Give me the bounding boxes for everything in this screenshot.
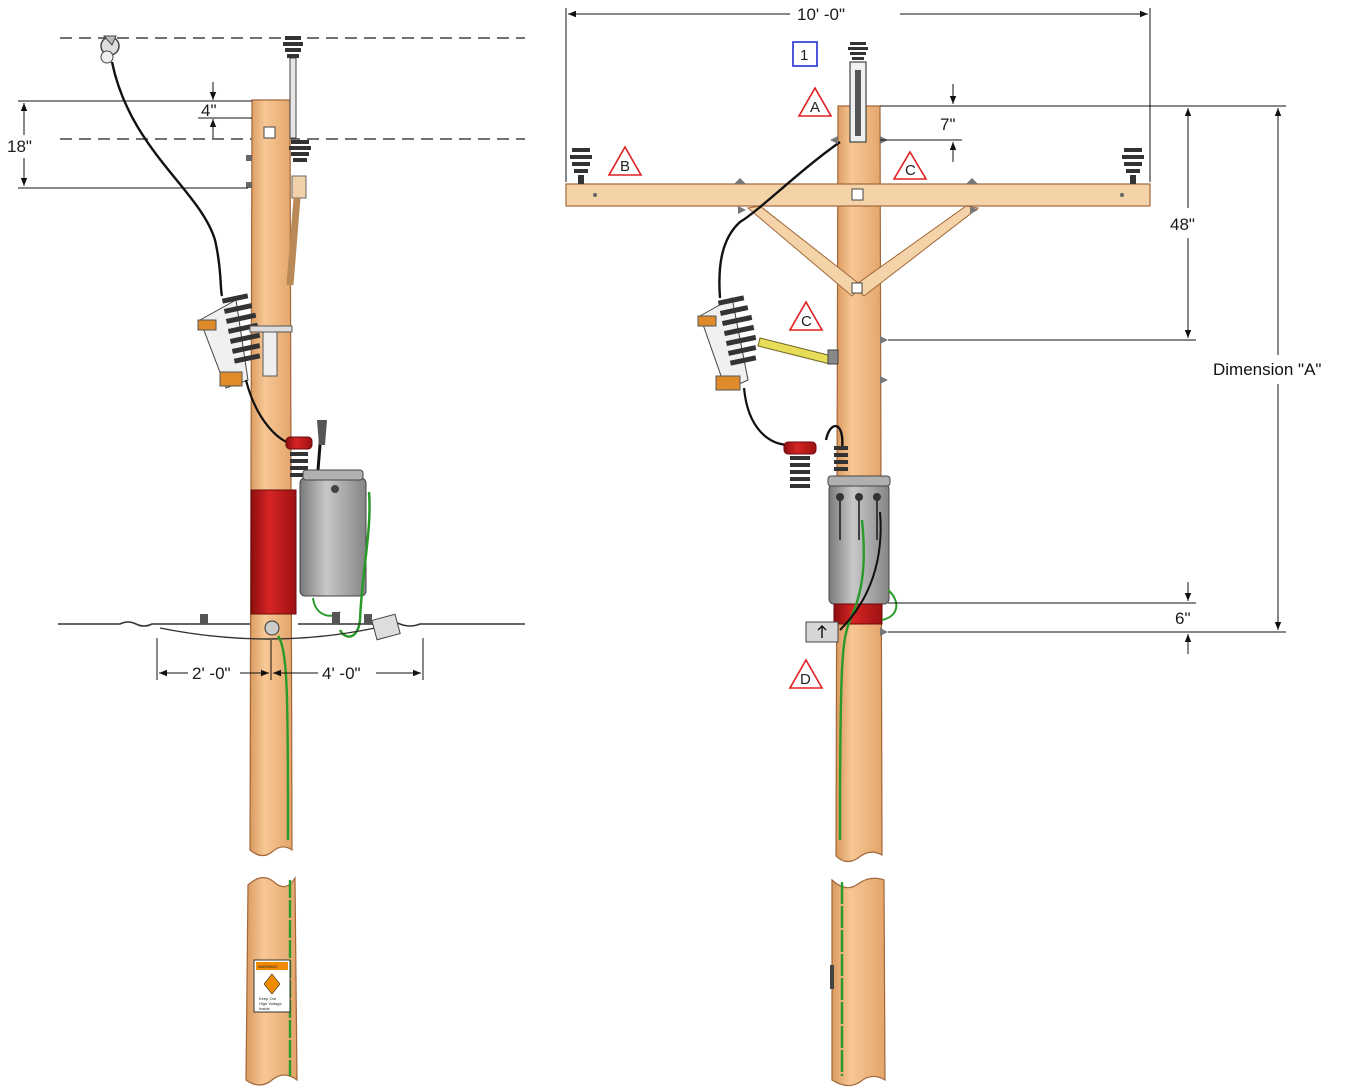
dim-10ft-label: 10' -0" [797,5,845,24]
jumper-wire-side [110,61,224,297]
dim-2ft-label: 2' -0" [192,664,231,683]
warning-sign-header: WARNING [258,964,277,969]
dim-6in-label: 6" [1175,609,1191,628]
jumper-wire-front [718,141,841,299]
bolt-nut-1 [246,155,252,161]
dim-48in-label: 48" [1170,215,1195,234]
callout-c-upper: C [892,150,928,180]
ground-wire-front-loop [881,589,898,621]
fuse-cutout-side [197,293,261,389]
crossarm-bolt [851,188,864,201]
dim-4ft-label: 4' -0" [322,664,361,683]
callout-c-upper-label: C [905,162,916,179]
bushing-guard-front [783,441,817,455]
crossarm-hole-left [593,193,597,197]
front-view: 10' -0" 7" 48" Dimension "A" 6" 1 A [565,5,1321,1087]
neutral-insulator-icon [289,140,311,162]
transformer-tank-side [299,477,367,597]
service-wire-front [839,511,882,631]
right-insulator-icon [1122,148,1144,184]
side-view: WARNING Keep Out High Voltage Inside 4" … [7,35,525,1086]
callout-c-lower: C [788,300,824,331]
dim-18in-label: 18" [7,137,32,156]
callout-b: B [607,145,643,176]
cutout-bracket [249,325,293,333]
left-insulator-icon [570,148,592,184]
ground-rod-connector [264,620,280,636]
callout-b-label: B [620,158,630,175]
top-insulator-icon [283,36,303,58]
junction-box-side [371,613,401,641]
dead-end-clamp-icon [100,35,120,64]
callout-d-label: D [800,671,811,688]
bolt-nut-2 [246,182,252,188]
callout-c-lower-label: C [801,313,812,330]
pole-top-insulator-icon [848,42,868,60]
note-box [792,41,818,67]
pole-top-pin-slot [855,70,861,136]
arrester-lead [286,197,301,286]
pin-bracket [289,57,297,139]
warning-sign-line-3: Inside [259,1006,270,1011]
dim-4in-label: 4" [201,101,217,120]
dim-a-label: Dimension "A" [1213,360,1321,379]
warning-sign: WARNING Keep Out High Voltage Inside [253,959,291,1013]
pole-upper-side [249,99,293,857]
brace-bolt [851,282,863,294]
callout-d: D [788,658,824,689]
fuse-cutout-front [697,295,757,391]
pole-bolt [263,126,276,139]
transformer-lid-front [827,475,891,487]
bushing-guard-side [285,436,313,450]
bushing-front-icon [790,456,810,488]
crossarm-hole-right [1120,193,1124,197]
ground-wire-side [338,491,371,638]
transformer-lid-side [302,469,364,481]
ground-wire-front [838,519,866,841]
ground-clamp-group [200,612,372,624]
note-box-label: 1 [800,47,808,64]
transformer-lug [331,485,339,493]
pole-guard-side [250,489,297,615]
arrester-arm-end [827,349,839,365]
dim-7in-label: 7" [940,115,956,134]
cutout-hanger [262,331,278,377]
pole-guard-front [833,603,883,625]
secondary-bushings-icon [836,493,881,501]
hv-bushing-top [317,420,327,445]
junction-box-arrow-icon [817,625,827,638]
bushing-front-right-icon [834,446,848,471]
secondary-leads-front [839,500,878,540]
cutout-to-bushing-front [742,387,791,447]
pole-lower-front [831,877,886,1087]
callout-a-label: A [810,99,820,116]
warning-sign-line-1: Keep Out [259,996,277,1001]
pole-ground-wire-upper [276,635,290,841]
crossarm-brace-right [853,205,980,297]
hv-lead-front [824,424,844,451]
warning-sign-line-2: High Voltage [259,1001,282,1006]
pole-section-detail [830,965,834,989]
ground-wire-arc [159,627,376,640]
bushing-side-icon [290,452,308,477]
callout-a: A [797,86,833,117]
arrester-arm-front [757,337,833,365]
arrester-body [291,175,307,199]
